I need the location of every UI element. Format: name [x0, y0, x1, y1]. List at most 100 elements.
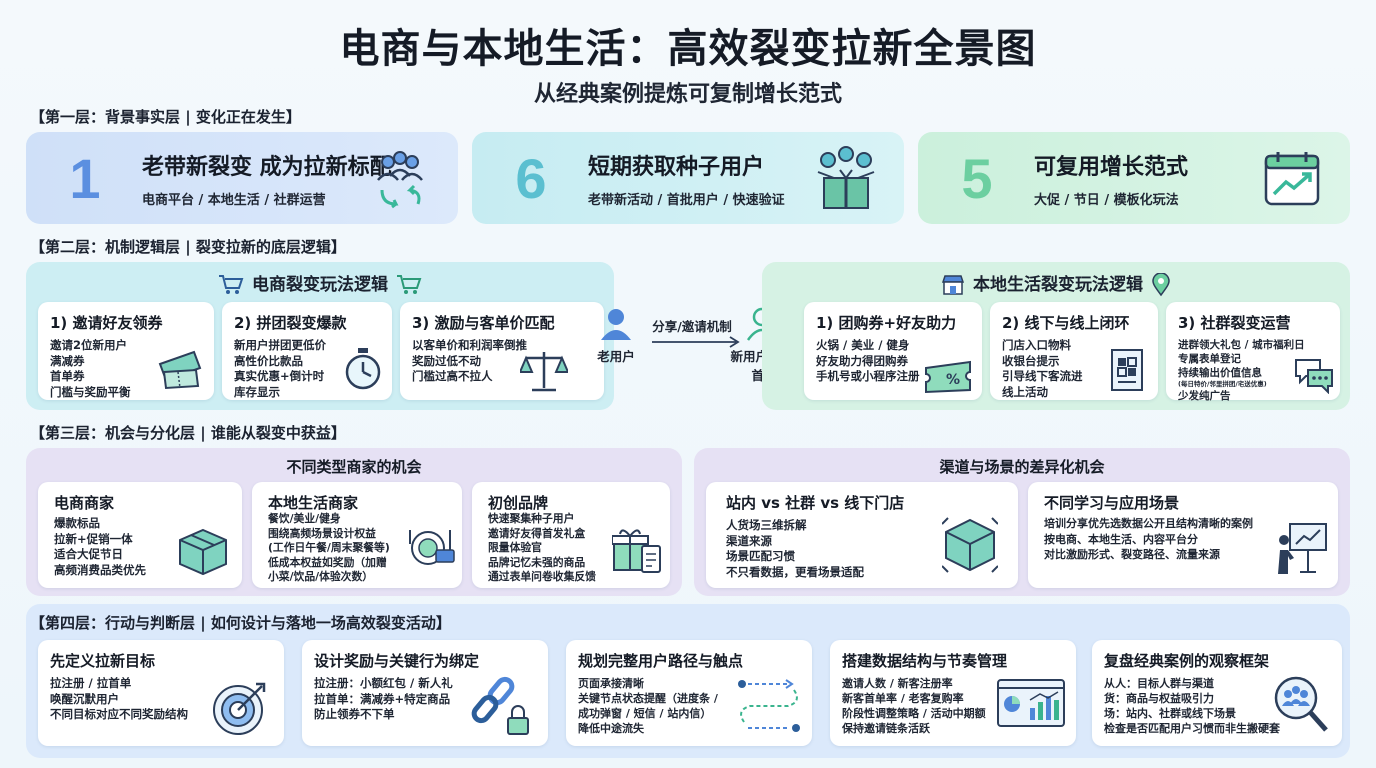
- stat-card-6: 6 短期获取种子用户 老带新活动 / 首批用户 / 快速验证: [472, 132, 904, 224]
- card-line: 专属表单登记: [1178, 353, 1241, 365]
- card-line: 渠道来源: [726, 533, 772, 548]
- card-line: 进群领大礼包 / 城市福利日: [1178, 339, 1305, 351]
- card-line: 货：商品与权益吸引力: [1104, 692, 1214, 705]
- card-line: 场景匹配习惯: [726, 549, 795, 563]
- stat-number: 5: [961, 146, 993, 210]
- card-title: 先定义拉新目标: [50, 652, 156, 670]
- card-line: 围绕高频场景设计权益: [268, 526, 376, 540]
- card-line: 从人：目标人群与渠道: [1104, 677, 1214, 690]
- calendar-growth-icon: [1264, 152, 1320, 206]
- path-flow-icon: [738, 679, 800, 732]
- card-line: 收银台提示: [1002, 353, 1060, 368]
- page-title: 电商与本地生活：高效裂变拉新全景图: [339, 26, 1037, 72]
- card-title: 3) 社群裂变运营: [1178, 314, 1291, 332]
- layer1-label: 【第一层：背景事实层 | 变化正在发生】: [30, 108, 301, 126]
- card-line: 邀请人数 / 新客注册率: [842, 677, 953, 690]
- balance-scale-icon: [520, 352, 568, 392]
- storefront-icon: [941, 275, 965, 295]
- opportunity-card-ecommerce: 电商商家 爆款标品 拉新+促销一体 适合大促节日 高频消费品类优先: [38, 482, 242, 588]
- card-line: 成功弹窗 / 短信 / 站内信）: [578, 707, 712, 720]
- card-line: 引导线下客流进: [1002, 369, 1083, 383]
- card-lines: 餐饮/美业/健身 围绕高频场景设计权益 (工作日午餐/周末聚餐等) 低成本权益如…: [268, 512, 390, 585]
- card-title: 2) 拼团裂变爆款: [234, 314, 347, 332]
- opportunity-card-startup: 初创品牌 快速聚集种子用户 邀请好友得首发礼盒 限量体验官 品牌记忆未强的商品 …: [472, 482, 670, 588]
- card-line: 邀请好友得首发礼盒: [488, 526, 586, 540]
- coupon-icon: [158, 350, 202, 390]
- local-card-o2o: 2) 线下与线上闭环 门店入口物料 收银台提示 引导线下客流进 线上活动: [990, 302, 1158, 400]
- card-title: 不同学习与应用场景: [1044, 494, 1180, 512]
- card-title: 初创品牌: [488, 494, 549, 512]
- card-line: 拉新+促销一体: [54, 531, 133, 546]
- dashboard-icon: [997, 679, 1065, 727]
- old-user-icon: [601, 309, 631, 340]
- card-line: 快速聚集种子用户: [488, 512, 575, 525]
- card-line: 线上活动: [1002, 384, 1048, 399]
- ecommerce-card-invite: 1) 邀请好友领券 邀请2位新用户 满减券 首单券 门槛与奖励平衡: [38, 302, 214, 400]
- card-lines: 拉注册 / 拉首单 唤醒沉默用户 不同目标对应不同奖励结构: [50, 676, 188, 723]
- card-line: 不同目标对应不同奖励结构: [50, 707, 188, 721]
- stopwatch-icon: [345, 348, 381, 390]
- card-line: 低成本权益如奖励（加赠: [268, 555, 387, 569]
- card-line: 高频消费品类优先: [54, 562, 146, 577]
- card-line: 唤醒沉默用户: [50, 691, 119, 706]
- layer3-label: 【第三层：机会与分化层 | 谁能从裂变中获益】: [30, 424, 346, 442]
- opportunity-card-learning: 不同学习与应用场景 培训分享优先选数据公开且结构清晰的案例 按电商、本地生活、内…: [1028, 482, 1338, 588]
- card-line: 门槛过高不拉人: [412, 369, 493, 383]
- card-line: 适合大促节日: [54, 547, 123, 561]
- chat-bubbles-icon: [1295, 359, 1333, 394]
- card-line: 新客首单率 / 老客复购率: [842, 692, 964, 705]
- stat-title: 老带新裂变 成为拉新标配: [142, 154, 392, 180]
- stat-number: 1: [69, 146, 101, 210]
- card-line: 爆款标品: [54, 516, 100, 530]
- page-subtitle: 从经典案例提炼可复制增长范式: [533, 82, 842, 107]
- card-line: 按电商、本地生活、内容平台分: [1044, 532, 1198, 546]
- card-lines: 邀请2位新用户 满减券 首单券 门槛与奖励平衡: [50, 338, 131, 400]
- card-lines: 页面承接清晰 关键节点状态提醒（进度条 / 成功弹窗 / 短信 / 站内信） 降…: [578, 676, 718, 736]
- card-lines: 拉注册：小额红包 / 新人礼 拉首单：满减券+特定商品 防止领券不下单: [314, 676, 453, 723]
- card-line: 拉注册：小额红包 / 新人礼: [314, 676, 453, 690]
- card-line: 门店入口物料: [1002, 338, 1071, 352]
- card-line: 高性价比款品: [234, 353, 303, 368]
- chain-lock-icon: [471, 676, 529, 735]
- card-lines: 以客单价和利润率倒推 奖励过低不动 门槛过高不拉人: [412, 338, 527, 385]
- card-title: 设计奖励与关键行为绑定: [314, 652, 480, 670]
- cart-tag-icon: [397, 275, 422, 294]
- card-line: 品牌记忆未强的商品: [488, 555, 586, 569]
- stat-subtitle: 老带新活动 / 首批用户 / 快速验证: [588, 192, 785, 208]
- card-line: 门槛与奖励平衡: [50, 384, 131, 399]
- action-card-review: 复盘经典案例的观察框架 从人：目标人群与渠道 货：商品与权益吸引力 场：站内、社…: [1092, 640, 1342, 746]
- card-line: 防止领券不下单: [314, 707, 395, 721]
- card-lines: 新用户拼团更低价 高性价比款品 真实优惠+倒计时 库存显示: [234, 338, 326, 400]
- stat-title: 短期获取种子用户: [588, 154, 765, 180]
- card-line: 检查是否匹配用户习惯而非生搬硬套: [1104, 722, 1280, 735]
- channel-opportunity-title: 渠道与场景的差异化机会: [939, 458, 1105, 476]
- stat-title: 可复用增长范式: [1034, 154, 1189, 180]
- card-lines: 邀请人数 / 新客注册率 新客首单率 / 老客复购率 阶段性调整策略 / 活动中…: [842, 676, 986, 736]
- card-line: 通过表单问卷收集反馈: [488, 570, 596, 583]
- card-line: 培训分享优先选数据公开且结构清晰的案例: [1044, 517, 1253, 530]
- card-line: 拉首单：满减券+特定商品: [314, 691, 451, 706]
- action-card-path: 规划完整用户路径与触点 页面承接清晰 关键节点状态提醒（进度条 / 成功弹窗 /…: [566, 640, 812, 746]
- card-line: 餐饮/美业/健身: [268, 512, 341, 525]
- discount-ticket-icon: %: [925, 360, 971, 394]
- card-line: 新用户拼团更低价: [234, 338, 326, 352]
- map-pin-icon: [1152, 273, 1170, 297]
- target-icon: [213, 682, 266, 735]
- flow-arrow: [652, 336, 740, 348]
- card-title: 本地生活商家: [268, 494, 359, 512]
- card-line: 保持邀请链条活跃: [842, 722, 930, 735]
- ecommerce-logic-title: 电商裂变玩法逻辑: [252, 275, 388, 295]
- gift-box-users-icon: [817, 146, 875, 209]
- ecommerce-card-groupbuy: 2) 拼团裂变爆款 新用户拼团更低价 高性价比款品 真实优惠+倒计时 库存显示: [222, 302, 392, 400]
- card-lines: 火锅 / 美业 / 健身 好友助力得团购券 手机号或小程序注册: [816, 338, 920, 385]
- dining-card-icon: [409, 530, 455, 565]
- card-title: 1) 团购券+好友助力: [816, 314, 957, 332]
- card-line: 以客单价和利润率倒推: [412, 338, 527, 352]
- layer4-label: 【第四层：行动与判断层 | 如何设计与落地一场高效裂变活动】: [30, 614, 451, 632]
- card-title: 电商商家: [54, 494, 115, 512]
- card-line: 限量体验官: [488, 541, 542, 554]
- card-lines: 培训分享优先选数据公开且结构清晰的案例 按电商、本地生活、内容平台分 对比激励形…: [1044, 516, 1253, 563]
- card-line: 拉注册 / 拉首单: [50, 676, 132, 690]
- card-line: 场：站内、社群或线下场景: [1104, 707, 1236, 720]
- card-line: 邀请2位新用户: [50, 338, 128, 352]
